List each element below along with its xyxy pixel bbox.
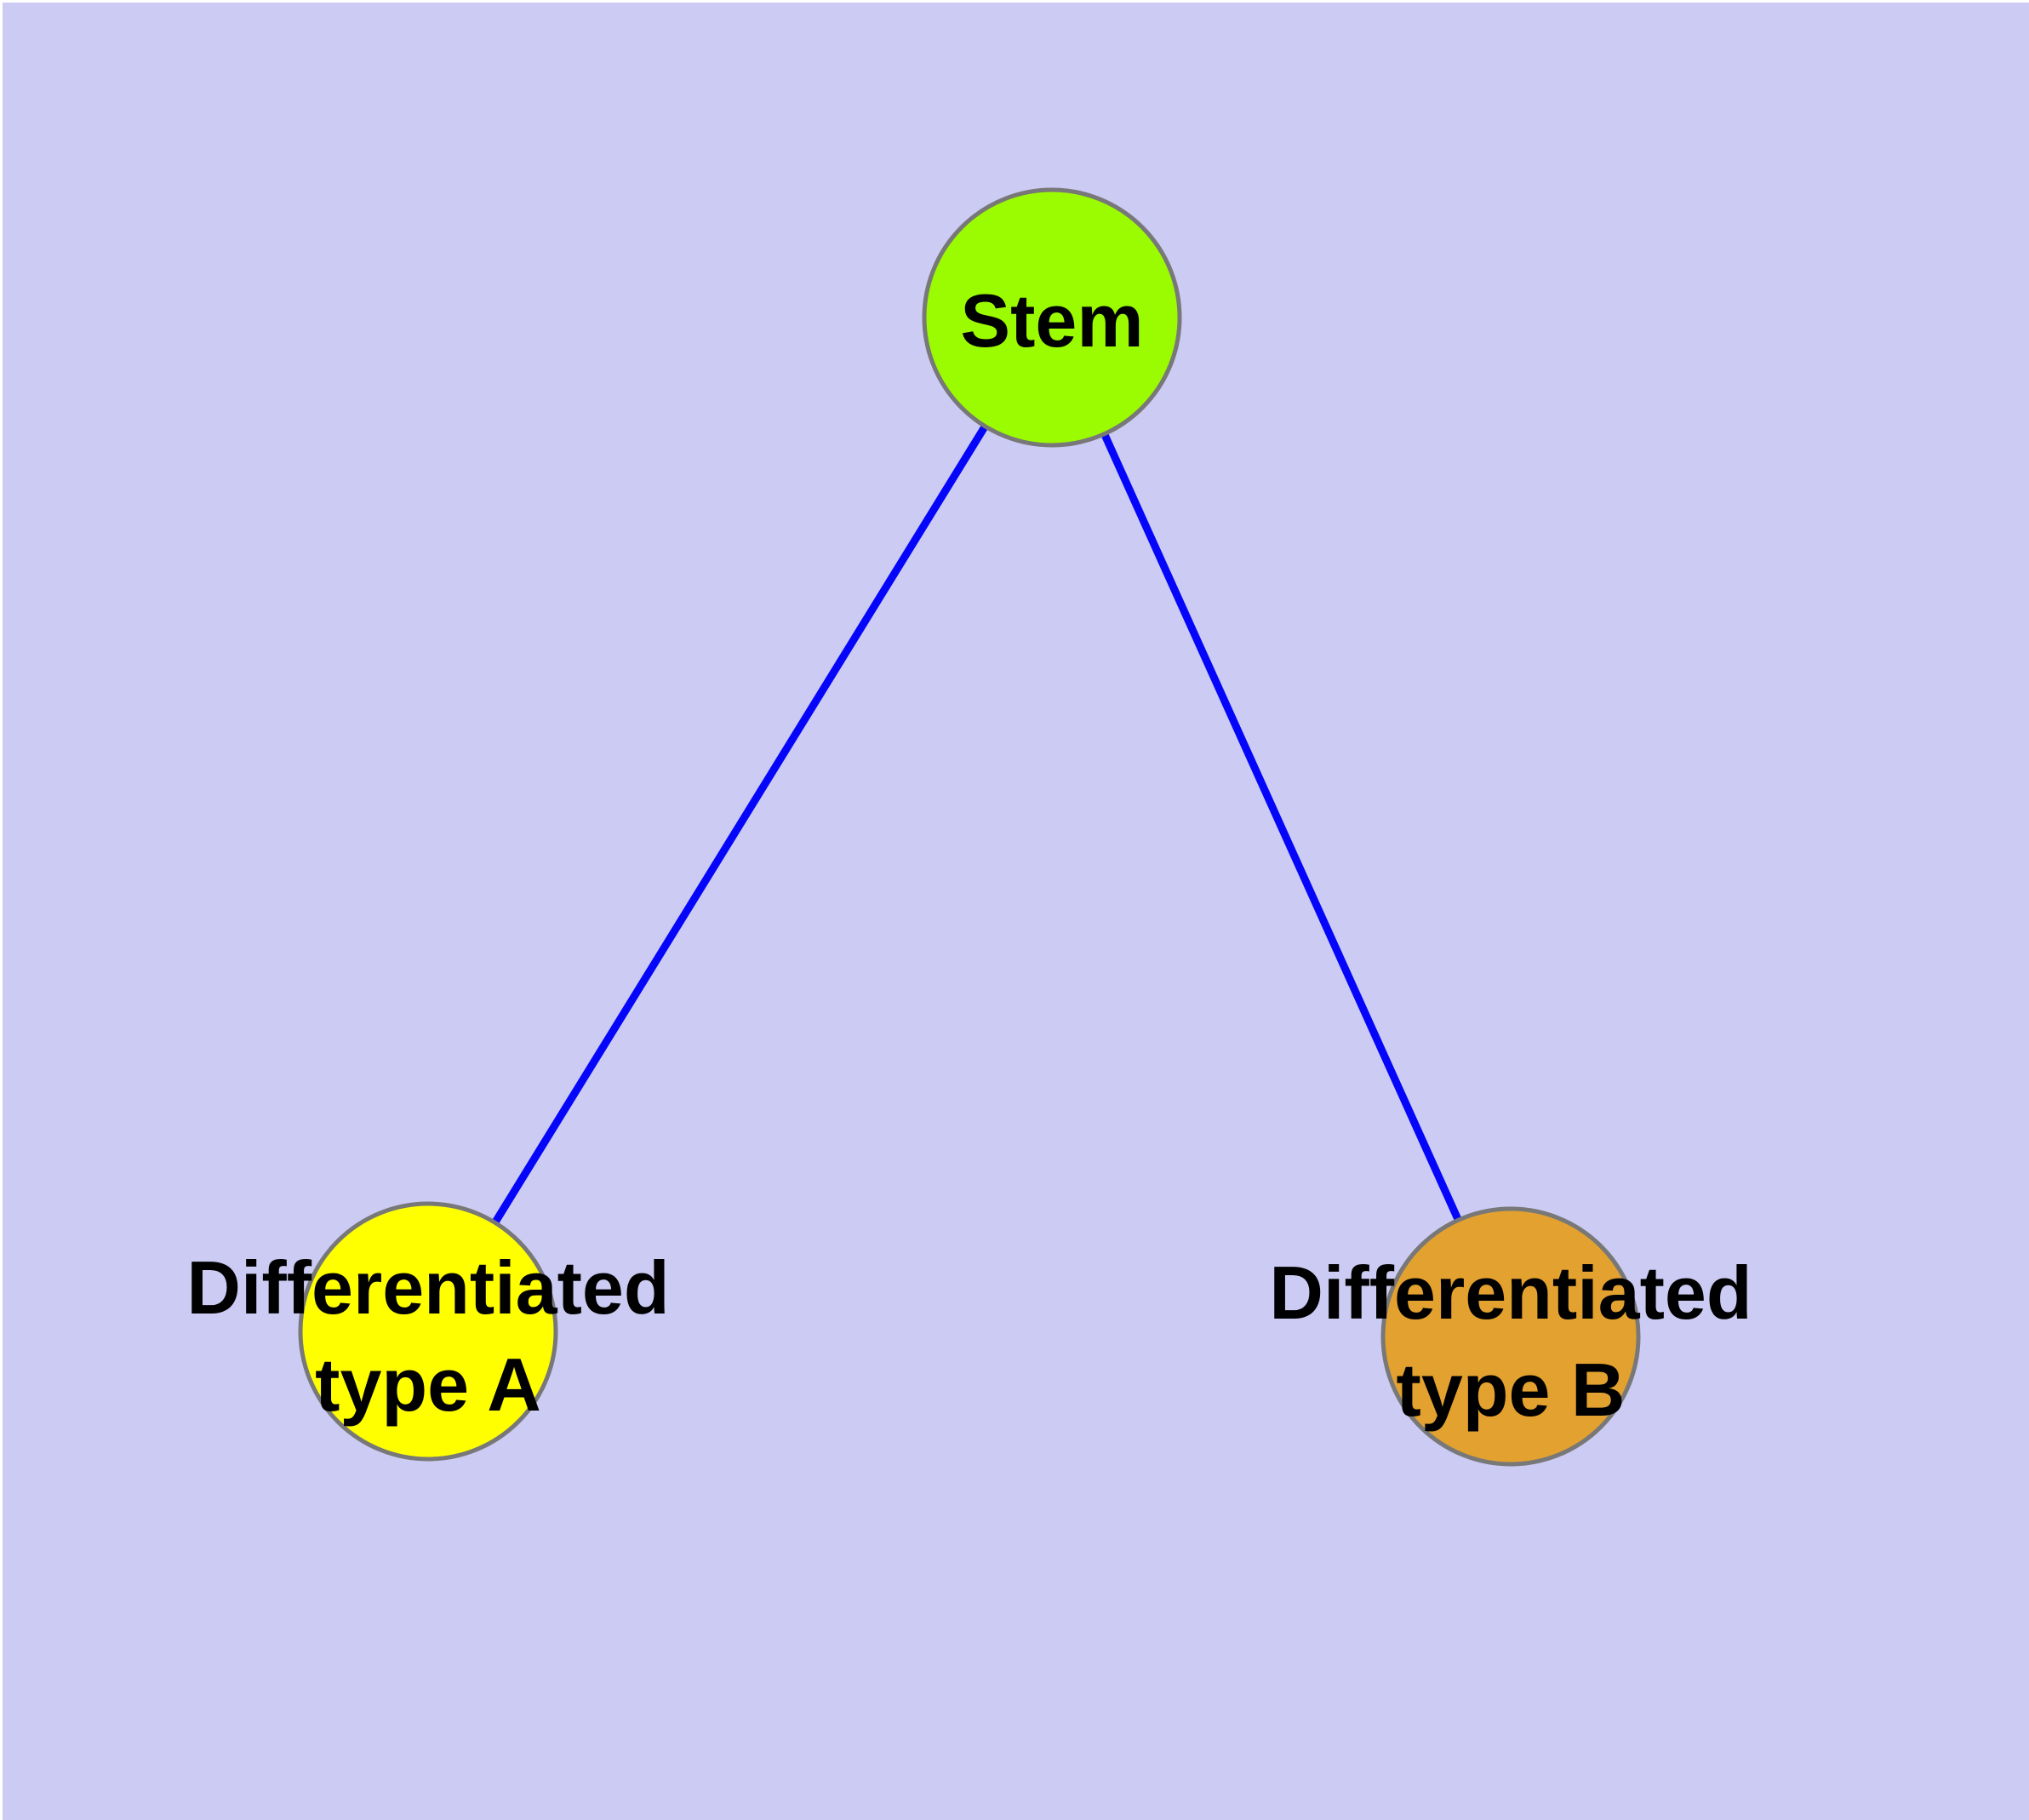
differentiated-type-b-label-line2: type B [1397, 1348, 1626, 1432]
label-group: Stem Differentiated type A Differentiate… [186, 278, 1752, 1432]
edge-stem-to-type-b [1048, 316, 1515, 1338]
edge-group [425, 315, 1515, 1338]
differentiated-type-a-label-line1: Differentiated [186, 1245, 669, 1330]
differentiated-type-a-label-line2: type A [315, 1342, 541, 1427]
stem-node-circle [922, 187, 1182, 448]
stem-node-label: Stem [960, 278, 1143, 363]
edge-stem-to-type-a [425, 315, 1055, 1334]
differentiated-type-b-label-line1: Differentiated [1269, 1251, 1752, 1335]
differentiated-type-a-node-circle [298, 1201, 558, 1462]
node-group [298, 187, 1641, 1467]
differentiated-type-b-node-circle [1380, 1206, 1641, 1467]
